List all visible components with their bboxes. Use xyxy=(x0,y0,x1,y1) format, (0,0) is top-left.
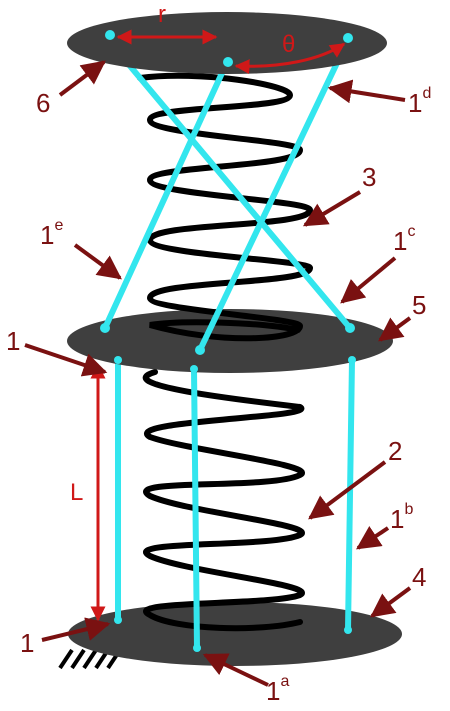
upper-spring xyxy=(137,72,314,342)
pointer-lower-spring xyxy=(308,460,387,520)
pointer-link-a xyxy=(202,653,269,687)
link-b xyxy=(345,357,355,633)
top-joints xyxy=(105,30,353,67)
pointer-link-d xyxy=(327,79,406,104)
pointer-upper-spring xyxy=(302,190,362,227)
label-link-e: 1e xyxy=(40,217,63,250)
length-label: L xyxy=(70,479,83,506)
lower-links xyxy=(115,357,355,651)
link-a xyxy=(191,366,200,651)
label-link-d: 1d xyxy=(408,85,431,118)
label-link-left: 1 xyxy=(6,326,20,356)
radius-label: r xyxy=(158,1,166,28)
link-e xyxy=(102,57,231,331)
label-top-plate: 6 xyxy=(36,88,50,118)
pointer-link-left xyxy=(24,343,108,377)
pointer-middle-plate xyxy=(378,316,412,342)
label-link-bottom-left: 1 xyxy=(20,628,34,658)
pointer-link-c xyxy=(340,256,397,304)
pointer-top-plate xyxy=(58,60,106,97)
label-link-b: 1b xyxy=(390,501,413,534)
link-e-left xyxy=(127,63,353,331)
label-lower-spring: 2 xyxy=(388,436,402,466)
upper-links xyxy=(102,37,353,353)
callout-pointers xyxy=(24,60,412,687)
label-upper-spring: 3 xyxy=(362,162,376,192)
label-link-c: 1c xyxy=(393,223,415,256)
lower-spring xyxy=(142,369,306,632)
angle-label: θ xyxy=(282,31,295,58)
label-middle-plate: 5 xyxy=(412,290,426,320)
pointer-link-bottom-left xyxy=(41,617,111,642)
pointer-bottom-plate xyxy=(370,586,412,618)
pointer-link-b xyxy=(356,526,390,550)
pointer-link-e xyxy=(73,243,122,280)
angle-dimension xyxy=(234,42,346,75)
label-bottom-plate: 4 xyxy=(412,562,426,592)
link-c xyxy=(197,37,351,353)
middle-joints xyxy=(100,323,356,373)
middle-plate xyxy=(67,309,393,373)
bottom-joints xyxy=(114,616,352,652)
label-link-a: 1a xyxy=(266,673,289,706)
